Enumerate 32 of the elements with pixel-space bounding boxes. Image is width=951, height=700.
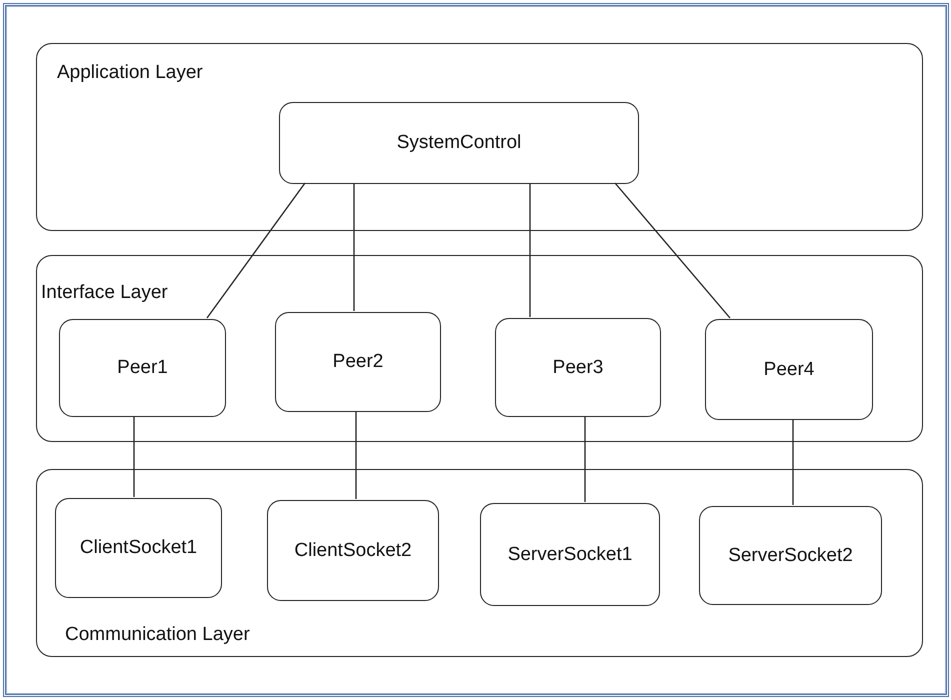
connector-line (614, 182, 730, 318)
component-label: Peer4 (764, 358, 814, 380)
layer-label: Communication Layer (65, 624, 250, 646)
component-label: SystemControl (396, 132, 522, 154)
component-box (275, 312, 441, 412)
component-label: ServerSocket2 (728, 544, 853, 566)
connector-line (206, 182, 306, 318)
component-box (279, 102, 639, 184)
layer-panel (36, 43, 923, 231)
component-box (55, 498, 222, 598)
component-label: Peer1 (117, 357, 168, 379)
layer-label: Interface Layer (41, 282, 168, 304)
connector-line (133, 416, 135, 497)
component-box (495, 318, 661, 417)
connector-line (584, 416, 586, 502)
component-label: ClientSocket1 (80, 537, 198, 559)
component-box (705, 319, 873, 420)
component-box (480, 503, 660, 606)
component-label: ServerSocket1 (508, 544, 632, 566)
component-label: ClientSocket2 (294, 540, 412, 562)
connector-line (792, 419, 794, 505)
layer-label: Application Layer (57, 62, 203, 84)
component-box (267, 500, 439, 601)
connector-line (353, 183, 355, 311)
layer-panel (36, 255, 923, 442)
component-label: Peer2 (332, 351, 384, 373)
component-label: Peer3 (552, 356, 604, 378)
layer-panel (36, 469, 923, 657)
connector-line (529, 183, 531, 317)
connector-line (355, 411, 357, 499)
component-box (59, 319, 226, 417)
component-box (699, 506, 882, 605)
